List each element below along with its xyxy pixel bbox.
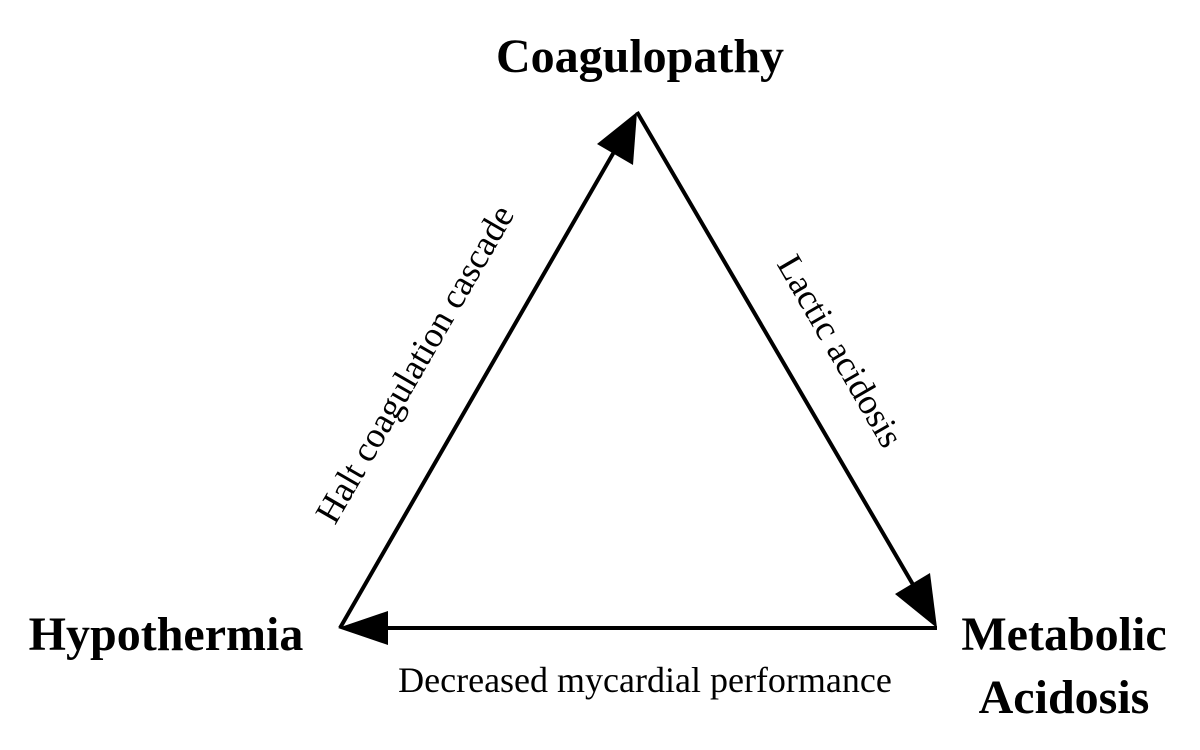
node-coagulopathy: Coagulopathy [496, 30, 784, 83]
node-metabolic-acidosis-line1: Metabolic [961, 608, 1166, 661]
edge-left-line [338, 137, 624, 629]
edge-label-decreased-myocardial: Decreased mycardial performance [398, 660, 892, 700]
edge-right-line [635, 110, 924, 602]
arrowhead-right [895, 573, 937, 628]
edge-label-lactic-acidosis: Lactic acidosis [769, 248, 911, 454]
node-hypothermia: Hypothermia [29, 608, 304, 661]
arrowhead-top [597, 112, 637, 165]
node-metabolic-acidosis-line2: Acidosis [979, 671, 1150, 724]
arrowhead-left [338, 611, 388, 645]
